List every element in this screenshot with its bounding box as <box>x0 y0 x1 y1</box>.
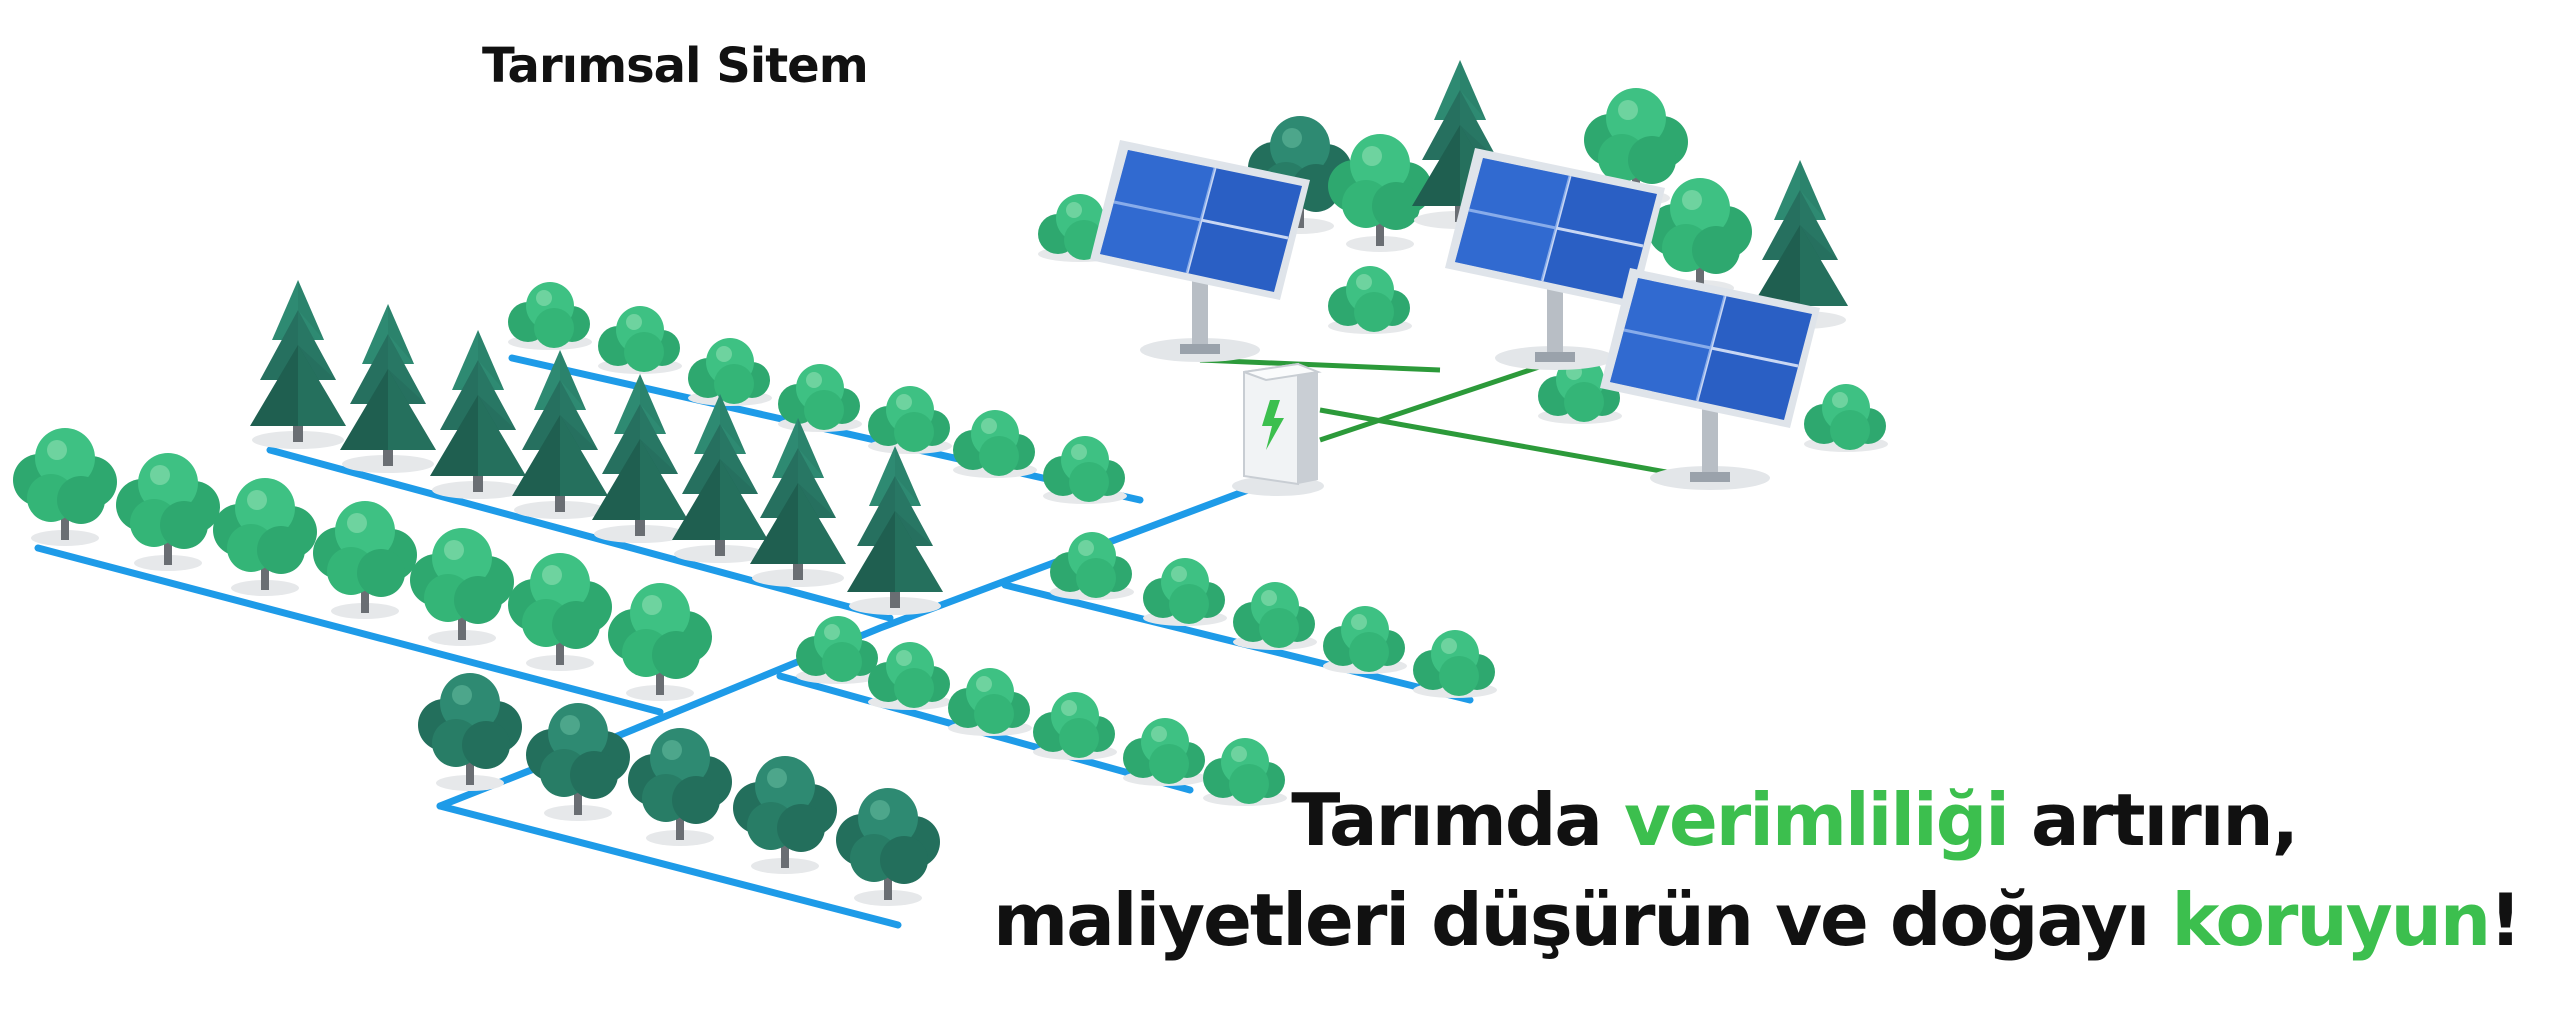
slogan-text: artırın, <box>2007 778 2299 862</box>
slogan-text: maliyetleri düşürün ve doğayı <box>993 878 2172 962</box>
solar-farm <box>1038 60 1888 497</box>
inverter-box-icon <box>1231 363 1325 497</box>
solar-panel-icon <box>1598 266 1822 492</box>
slogan-line-2: maliyetleri düşürün ve doğayı koruyun! <box>993 878 2522 962</box>
slogan-text: Tarımda <box>1291 778 1625 862</box>
slogan-line-1: Tarımda verimliliği artırın, <box>1291 778 2299 862</box>
slogan-highlight: verimliliği <box>1624 778 2010 862</box>
power-cables <box>1199 357 1701 481</box>
slogan-text: ! <box>2489 878 2522 962</box>
solar-panel-icon <box>1088 138 1312 364</box>
bush-row <box>796 616 1287 806</box>
page-title: Tarımsal Sitem <box>482 38 869 94</box>
slogan-highlight: koruyun <box>2171 878 2492 962</box>
